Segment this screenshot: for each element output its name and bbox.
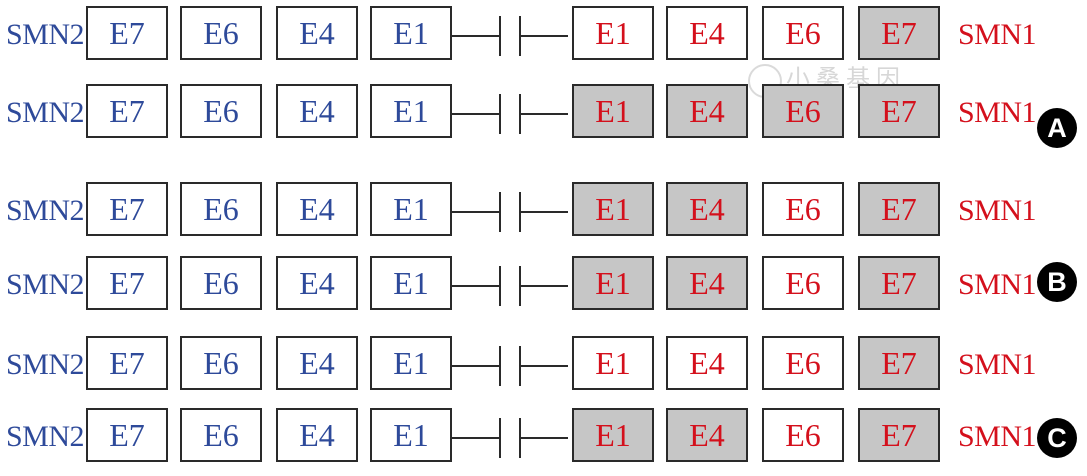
smn1-exon-box: E6 xyxy=(762,256,844,310)
smn2-exon-box: E6 xyxy=(180,256,262,310)
smn1-exon-box: E4 xyxy=(666,84,748,138)
gene-junction-connector xyxy=(452,418,568,458)
smn1-exon-box: E1 xyxy=(572,256,654,310)
group-badge: B xyxy=(1037,262,1077,302)
group-badge: A xyxy=(1037,108,1077,148)
smn2-exon-box: E1 xyxy=(370,336,452,390)
smn2-exon-box: E1 xyxy=(370,182,452,236)
smn2-label: SMN2 xyxy=(6,268,85,301)
smn2-label: SMN2 xyxy=(6,420,85,453)
smn1-exon-box: E1 xyxy=(572,408,654,462)
smn1-label: SMN1 xyxy=(958,348,1037,381)
smn1-label: SMN1 xyxy=(958,96,1037,129)
smn1-exon-box: E7 xyxy=(858,256,940,310)
smn2-exon-box: E6 xyxy=(180,6,262,60)
smn1-exon-box: E1 xyxy=(572,336,654,390)
smn2-label: SMN2 xyxy=(6,194,85,227)
smn2-exon-box: E4 xyxy=(276,256,358,310)
smn2-exon-box: E6 xyxy=(180,182,262,236)
smn1-exon-box: E6 xyxy=(762,6,844,60)
smn2-exon-box: E1 xyxy=(370,408,452,462)
gene-junction-connector xyxy=(452,94,568,134)
smn1-exon-box: E4 xyxy=(666,182,748,236)
gene-junction-connector xyxy=(452,346,568,386)
smn1-exon-box: E1 xyxy=(572,182,654,236)
smn2-exon-box: E7 xyxy=(86,84,168,138)
smn1-exon-box: E1 xyxy=(572,6,654,60)
smn2-exon-box: E4 xyxy=(276,408,358,462)
smn2-exon-box: E7 xyxy=(86,408,168,462)
smn1-exon-box: E4 xyxy=(666,6,748,60)
smn1-exon-box: E7 xyxy=(858,84,940,138)
smn2-exon-box: E4 xyxy=(276,336,358,390)
smn2-exon-box: E1 xyxy=(370,6,452,60)
smn1-exon-box: E4 xyxy=(666,336,748,390)
smn2-exon-box: E4 xyxy=(276,6,358,60)
smn2-label: SMN2 xyxy=(6,96,85,129)
smn1-label: SMN1 xyxy=(958,194,1037,227)
smn1-exon-box: E7 xyxy=(858,6,940,60)
smn2-exon-box: E4 xyxy=(276,84,358,138)
smn1-label: SMN1 xyxy=(958,420,1037,453)
smn2-exon-box: E6 xyxy=(180,408,262,462)
smn1-exon-box: E4 xyxy=(666,408,748,462)
group-badge: C xyxy=(1037,418,1077,458)
smn2-exon-box: E1 xyxy=(370,84,452,138)
smn2-exon-box: E1 xyxy=(370,256,452,310)
smn1-exon-box: E7 xyxy=(858,408,940,462)
smn2-exon-box: E7 xyxy=(86,256,168,310)
smn1-label: SMN1 xyxy=(958,268,1037,301)
gene-junction-connector xyxy=(452,16,568,56)
smn2-exon-box: E4 xyxy=(276,182,358,236)
smn1-exon-box: E6 xyxy=(762,182,844,236)
smn1-exon-box: E6 xyxy=(762,408,844,462)
smn2-exon-box: E7 xyxy=(86,182,168,236)
gene-junction-connector xyxy=(452,266,568,306)
smn2-exon-box: E6 xyxy=(180,84,262,138)
smn1-exon-box: E6 xyxy=(762,84,844,138)
smn1-exon-box: E4 xyxy=(666,256,748,310)
smn2-label: SMN2 xyxy=(6,348,85,381)
smn2-exon-box: E7 xyxy=(86,336,168,390)
smn1-exon-box: E6 xyxy=(762,336,844,390)
smn2-exon-box: E7 xyxy=(86,6,168,60)
gene-junction-connector xyxy=(452,192,568,232)
smn1-exon-box: E7 xyxy=(858,182,940,236)
smn1-exon-box: E1 xyxy=(572,84,654,138)
smn1-exon-box: E7 xyxy=(858,336,940,390)
smn2-label: SMN2 xyxy=(6,18,85,51)
smn2-exon-box: E6 xyxy=(180,336,262,390)
smn1-label: SMN1 xyxy=(958,18,1037,51)
